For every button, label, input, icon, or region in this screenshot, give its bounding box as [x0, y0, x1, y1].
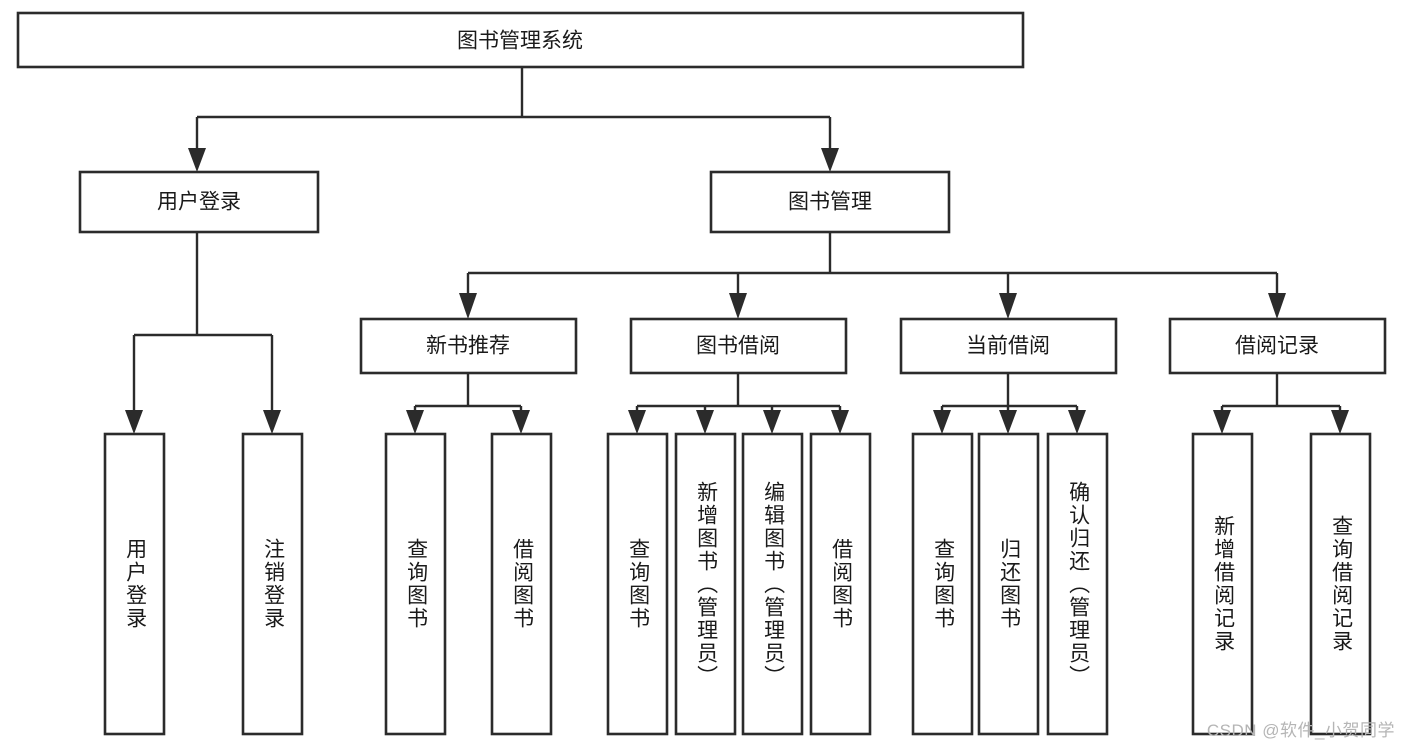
- leaf-box-user-login[interactable]: [103, 432, 166, 736]
- arrowhead-bb-leaf3: [763, 410, 781, 434]
- leaf-box-cb-confirm-return[interactable]: [1046, 432, 1109, 736]
- node-user-login-box[interactable]: [78, 170, 320, 234]
- edges-group: [125, 67, 1349, 434]
- csdn-watermark: CSDN @软件_小贺同学: [1206, 721, 1395, 740]
- node-current-borrow-box[interactable]: [899, 317, 1118, 375]
- node-new-book-recommend-box[interactable]: [359, 317, 578, 375]
- arrowhead-borrowbook: [729, 293, 747, 319]
- arrowhead-userlogin: [188, 148, 206, 172]
- leaf-box-cb-return-book[interactable]: [977, 432, 1040, 736]
- nodes-group: 图书管理系统 用户登录 图书管理 新书推荐 图书借阅 当前借阅 借阅记录: [16, 11, 1387, 736]
- arrowhead-cb-leaf1: [933, 410, 951, 434]
- leaf-box-bb-edit-book[interactable]: [741, 432, 804, 736]
- leaf-box-nb-query-book[interactable]: [384, 432, 447, 736]
- arrowhead-newbook: [459, 293, 477, 319]
- node-book-management-label: 图书管理: [788, 191, 872, 214]
- node-book-borrow-label: 图书借阅: [696, 335, 780, 358]
- node-new-book-recommend-label: 新书推荐: [426, 335, 510, 358]
- arrowhead-cb-leaf3: [1068, 410, 1086, 434]
- arrowhead-bookmgmt: [821, 148, 839, 172]
- arrowhead-bb-leaf4: [831, 410, 849, 434]
- node-root-label: 图书管理系统: [457, 30, 583, 53]
- arrowhead-cb-leaf2: [999, 410, 1017, 434]
- arrowhead-nb-leaf1: [406, 410, 424, 434]
- arrowhead-nb-leaf2: [512, 410, 530, 434]
- node-borrow-record-label: 借阅记录: [1235, 335, 1319, 358]
- node-user-login-label: 用户登录: [157, 191, 241, 214]
- node-borrow-record-box[interactable]: [1168, 317, 1387, 375]
- arrowhead-bb-leaf1: [628, 410, 646, 434]
- leaf-box-cb-query-book[interactable]: [911, 432, 974, 736]
- leaf-box-br-query-record[interactable]: [1309, 432, 1372, 736]
- arrowhead-br-leaf1: [1213, 410, 1231, 434]
- node-root-box[interactable]: [16, 11, 1025, 69]
- leaf-box-br-add-record[interactable]: [1191, 432, 1254, 736]
- arrowhead-br-leaf2: [1331, 410, 1349, 434]
- arrowhead-bb-leaf2: [696, 410, 714, 434]
- arrowhead-leaf-user-login: [125, 410, 143, 434]
- leaf-box-logout[interactable]: [241, 432, 304, 736]
- leaf-box-nb-borrow-book[interactable]: [490, 432, 553, 736]
- node-current-borrow-label: 当前借阅: [966, 335, 1050, 358]
- node-book-borrow-box[interactable]: [629, 317, 848, 375]
- arrowhead-leaf-logout: [263, 410, 281, 434]
- leaf-box-bb-add-book[interactable]: [674, 432, 737, 736]
- arrowhead-currentborrow: [999, 293, 1017, 319]
- arrowhead-borrowrecord: [1268, 293, 1286, 319]
- leaf-box-bb-query-book[interactable]: [606, 432, 669, 736]
- leaf-box-bb-borrow-book[interactable]: [809, 432, 872, 736]
- node-book-management-box[interactable]: [709, 170, 951, 234]
